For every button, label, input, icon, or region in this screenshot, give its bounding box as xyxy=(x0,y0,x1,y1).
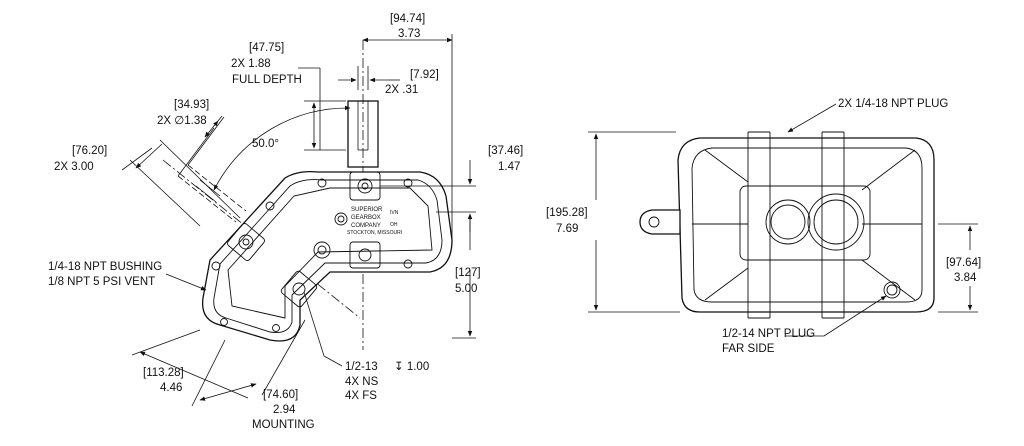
tap-ns: 4X NS xyxy=(345,376,379,388)
dim-shaft-width-metric: [94.74] xyxy=(390,13,425,25)
dim-shaft-width-inch: 3.73 xyxy=(398,28,420,40)
bushing-callout: 1/4-18 NPT BUSHING 1/8 NPT 5 PSI VENT xyxy=(48,261,207,291)
dim-keyway-qty: 2X 1.88 xyxy=(231,58,271,70)
housing-ribs xyxy=(692,131,922,319)
dim-shaft-length-metric: [76.20] xyxy=(72,145,107,157)
dim-key-width-qty: 2X .31 xyxy=(385,84,418,96)
plug-far-side-callout: 1/2-14 NPT PLUG FAR SIDE xyxy=(722,295,887,355)
vertical-shaft xyxy=(347,40,379,350)
plug-top-note: 2X 1/4-18 NPT PLUG xyxy=(838,98,948,110)
dim-right-height: [37.46] 1.47 [127] 5.00 xyxy=(380,145,523,339)
dim-half-height-metric: [97.64] xyxy=(946,257,981,269)
tap-thread: 1/2-13 xyxy=(345,361,378,373)
dim-diameter-metric: [34.93] xyxy=(174,99,209,111)
dim-top-offset-metric: [37.46] xyxy=(488,145,523,157)
dim-diameter-qty: 2X ∅1.38 xyxy=(157,115,207,127)
tap-callout: 1/2-13 ↧ 1.00 4X NS 4X FS xyxy=(303,291,429,402)
dim-shaft-diameter: [34.93] 2X ∅1.38 xyxy=(157,99,225,177)
left-side-view: SUPERIOR GEARBOX COMPANY STOCKTON, MISSO… xyxy=(48,13,523,431)
dim-height-inch: 5.00 xyxy=(455,283,477,295)
bushing-note-2: 1/8 NPT 5 PSI VENT xyxy=(48,276,155,288)
angle-annotation: 50.0° xyxy=(213,105,351,191)
tap-fs: 4X FS xyxy=(345,390,377,402)
plug-far-side-note-2: FAR SIDE xyxy=(722,343,775,355)
dim-total-height-inch: 7.69 xyxy=(556,223,578,235)
dim-half-height: [97.64] 3.84 xyxy=(938,223,981,313)
dim-keyway-depth: [47.75] 2X 1.88 FULL DEPTH xyxy=(231,42,346,151)
angle-value: 50.0° xyxy=(252,138,279,150)
dim-keyway-note: FULL DEPTH xyxy=(232,74,302,86)
gearbox-housing: SUPERIOR GEARBOX COMPANY STOCKTON, MISSO… xyxy=(201,170,453,342)
dim-mounting: [74.60] 2.94 MOUNTING xyxy=(191,319,315,431)
dim-total-height: [195.28] 7.69 xyxy=(546,131,680,313)
dim-base-length: [113.28] 4.46 xyxy=(131,329,249,399)
logo-line-4: STOCKTON, MISSOURI xyxy=(347,230,402,236)
dim-mounting-metric: [74.60] xyxy=(263,389,298,401)
dim-shaft-width: [94.74] 3.73 xyxy=(362,13,453,240)
dim-height-metric: [127] xyxy=(455,267,481,279)
right-end-view: 2X 1/4-18 NPT PLUG [195.28] 7.69 [97.64]… xyxy=(546,98,981,355)
plug-top-callout: 2X 1/4-18 NPT PLUG xyxy=(787,98,948,133)
tap-depth: ↧ 1.00 xyxy=(394,361,429,373)
dim-total-height-metric: [195.28] xyxy=(546,207,588,219)
logo-line-3: COMPANY xyxy=(351,223,381,229)
dim-key-width: [7.92] 2X .31 xyxy=(338,66,439,96)
dim-mounting-inch: 2.94 xyxy=(273,404,296,416)
dim-shaft-length: [76.20] 2X 3.00 xyxy=(54,139,241,227)
logo-side-1: IVN xyxy=(390,210,399,216)
plug-far-side-note-1: 1/2-14 NPT PLUG xyxy=(722,328,815,340)
dim-top-offset-inch: 1.47 xyxy=(498,161,520,173)
bushing-note-1: 1/4-18 NPT BUSHING xyxy=(48,261,162,273)
dim-base-metric: [113.28] xyxy=(143,367,184,379)
logo-line-2: GEARBOX xyxy=(351,215,381,221)
dim-shaft-length-qty: 2X 3.00 xyxy=(54,161,94,173)
dim-mounting-note: MOUNTING xyxy=(252,419,315,431)
dim-keyway-metric: [47.75] xyxy=(249,42,284,54)
dim-base-inch: 4.46 xyxy=(160,382,182,394)
logo-line-1: SUPERIOR xyxy=(351,207,383,213)
dim-half-height-inch: 3.84 xyxy=(954,272,977,284)
dim-key-width-metric: [7.92] xyxy=(410,69,439,81)
logo-side-2: OH xyxy=(390,222,398,228)
